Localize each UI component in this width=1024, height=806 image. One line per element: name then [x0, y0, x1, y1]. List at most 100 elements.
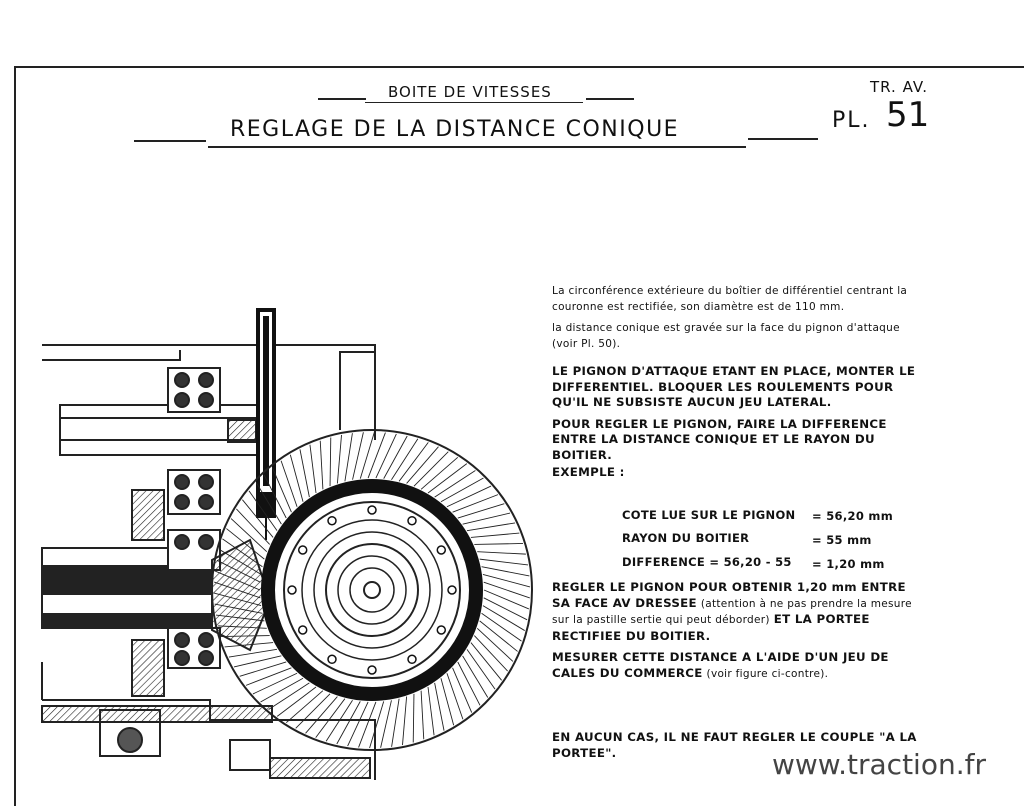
- crown-tooth: [239, 661, 287, 677]
- page-subtitle: BOITE DE VITESSES: [388, 83, 552, 101]
- crown-tooth: [483, 581, 530, 599]
- paragraph-mount: LE PIGNON D'ATTAQUE ETANT EN PLACE, MONT…: [552, 364, 916, 409]
- subtitle-rule-right: [586, 98, 634, 100]
- crown-tooth: [233, 655, 282, 668]
- crown-tooth: [481, 566, 530, 577]
- crown-tooth: [352, 432, 364, 480]
- crown-tooth: [295, 693, 331, 729]
- paragraph-mesurer: MESURER CETTE DISTANCE A L'AIDE D'UN JEU…: [552, 650, 917, 682]
- crown-tooth: [413, 451, 449, 487]
- crown-tooth: [263, 474, 287, 519]
- crown-tooth: [218, 625, 267, 629]
- paragraph-regler-caps: REGLER LE PIGNON POUR OBTENIR 1,20 mm EN…: [552, 580, 906, 610]
- crown-tooth: [412, 693, 415, 743]
- upper-shaft: [59, 367, 261, 515]
- crown-tooth: [380, 700, 392, 748]
- crown-tooth: [214, 581, 261, 599]
- example-line2-label: RAYON DU BOITIER: [622, 531, 750, 545]
- crown-bolt: [447, 585, 457, 595]
- crown-tooth: [481, 612, 522, 642]
- crown-tooth: [315, 698, 346, 738]
- crown-tooth: [479, 620, 518, 652]
- crown-tooth: [466, 522, 516, 532]
- paragraph-mesurer-note: (voir figure ci-contre).: [706, 667, 829, 680]
- crown-tooth: [383, 435, 408, 479]
- crown-tooth: [336, 434, 342, 484]
- subtitle-rule-left: [318, 98, 366, 100]
- crown-bolt: [407, 654, 417, 665]
- crown-tooth: [473, 635, 508, 672]
- crown-tooth: [452, 667, 473, 713]
- crown-tooth: [213, 592, 262, 607]
- paragraph-regler-end: ET LA PORTEE RECTIFIEE DU BOITIER.: [552, 612, 870, 643]
- title-underline: [208, 146, 746, 148]
- instructions: La circonférence extérieure du boîtier d…: [552, 284, 917, 487]
- crown-tooth: [224, 642, 274, 648]
- subtitle-underline: [365, 102, 583, 103]
- crown-tooth: [440, 678, 455, 726]
- crown-tooth: [289, 454, 304, 502]
- crown-tooth: [483, 597, 528, 621]
- crown-tooth: [446, 673, 464, 720]
- crown-tooth: [369, 701, 385, 749]
- title-rule-left: [134, 140, 206, 142]
- crown-bolt: [327, 654, 337, 665]
- crown-tooth: [358, 701, 377, 748]
- crown-bolt: [436, 625, 447, 635]
- example-line1-label: COTE LUE SUR LE PIGNON: [622, 508, 796, 522]
- crown-tooth: [452, 494, 499, 513]
- crown-tooth: [268, 682, 310, 710]
- crown-bolt: [297, 625, 308, 635]
- crown-tooth: [457, 661, 481, 706]
- example-line3-label: DIFFERENCE = 56,20 - 55: [622, 555, 792, 569]
- crown-tooth: [406, 446, 439, 484]
- crown-tooth: [391, 438, 419, 480]
- paragraph-warning: EN AUCUN CAS, IL NE FAUT REGLER LE COUPL…: [552, 730, 917, 760]
- crown-tooth: [309, 444, 317, 494]
- crown-tooth: [344, 433, 353, 482]
- crown-tooth: [252, 672, 298, 695]
- crown-tooth: [215, 614, 265, 622]
- crown-tooth: [285, 690, 324, 724]
- crown-tooth: [319, 440, 324, 490]
- section-code: TR. AV.: [870, 78, 928, 96]
- crown-wheel: [211, 429, 533, 751]
- crown-tooth: [325, 700, 353, 742]
- crown-tooth: [466, 649, 496, 690]
- crown-tooth: [228, 648, 278, 658]
- gearbox-housing: [41, 344, 376, 780]
- crown-bolt: [436, 545, 447, 555]
- crown-tooth: [219, 549, 262, 575]
- crown-tooth: [427, 463, 468, 494]
- crown-tooth: [230, 518, 268, 553]
- crown-tooth: [255, 482, 282, 525]
- crown-tooth: [474, 543, 524, 545]
- page-title: REGLAGE DE LA DISTANCE CONIQUE: [230, 117, 680, 142]
- paragraph-regler-note: (attention à ne pas prendre la mesure su…: [552, 597, 912, 627]
- crown-bolt: [297, 545, 308, 555]
- crown-tooth: [367, 432, 386, 479]
- crown-tooth: [214, 603, 263, 614]
- crown-tooth: [216, 559, 261, 583]
- crown-tooth: [479, 558, 529, 566]
- crown-tooth: [470, 532, 520, 538]
- instructions-lower: REGLER LE PIGNON POUR OBTENIR 1,20 mm EN…: [552, 580, 917, 688]
- crown-tooth: [220, 635, 270, 637]
- page-frame: [14, 66, 1024, 806]
- plate-label: PL.: [832, 108, 871, 133]
- crown-tooth: [242, 499, 274, 538]
- crown-tooth: [482, 605, 525, 631]
- crown-tooth: [476, 627, 514, 662]
- crown-bolt: [407, 515, 417, 526]
- crown-tooth: [427, 686, 435, 736]
- plate-number: 51: [886, 95, 930, 135]
- crown-tooth: [271, 467, 292, 513]
- paragraph-conic-distance: la distance conique est gravée sur la fa…: [552, 322, 900, 350]
- paragraph-diameter: La circonférence extérieure du boîtier d…: [552, 285, 908, 313]
- crown-tooth: [398, 442, 429, 482]
- crown-tooth: [420, 456, 459, 490]
- crown-tooth: [236, 508, 271, 545]
- crown-tooth: [280, 460, 298, 507]
- crown-tooth: [359, 431, 375, 479]
- crown-bolt: [287, 585, 297, 595]
